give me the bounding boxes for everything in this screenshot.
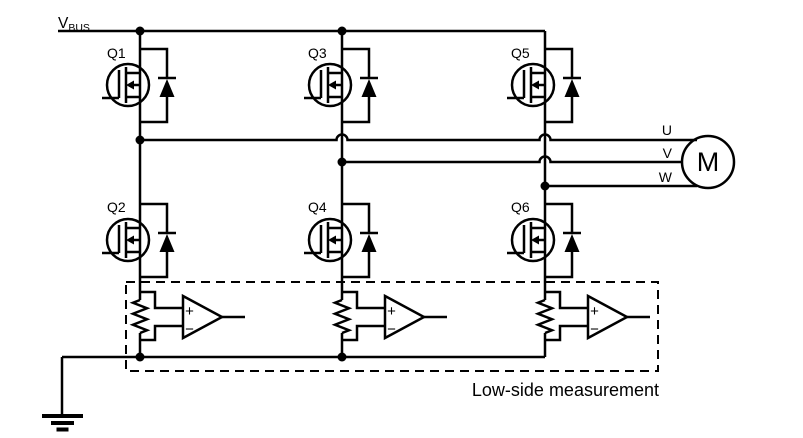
vbus-label-main: V bbox=[58, 15, 69, 32]
junction-dot-vbus-leg1 bbox=[135, 26, 145, 36]
opamp3-minus-label: − bbox=[590, 321, 599, 338]
junction-dot-phase-u bbox=[135, 135, 145, 145]
q4-label: Q4 bbox=[308, 199, 327, 215]
junction-dot-gnd-leg2 bbox=[337, 352, 347, 362]
junction-dot-phase-w bbox=[540, 181, 550, 191]
opamp2-plus-label: + bbox=[387, 303, 396, 320]
opamp1-plus-label: + bbox=[185, 303, 194, 320]
motor-circle bbox=[680, 134, 736, 190]
phase-v-label: V bbox=[663, 145, 673, 161]
q2-label: Q2 bbox=[107, 199, 126, 215]
phase-line-v bbox=[342, 155, 682, 164]
junction-dot-phase-v bbox=[337, 157, 347, 167]
phase-u-label: U bbox=[662, 122, 672, 138]
junction-dot-gnd-leg1 bbox=[135, 352, 145, 362]
vbus-label-sub: BUS bbox=[68, 22, 90, 34]
measurement-caption: Low-side measurement bbox=[472, 380, 659, 400]
phase-line-u bbox=[140, 133, 697, 142]
q5-label: Q5 bbox=[511, 45, 530, 61]
earth-ground-icon bbox=[42, 414, 83, 432]
measurement-box bbox=[125, 281, 659, 372]
q1-label: Q1 bbox=[107, 45, 126, 61]
opamp2-minus-label: − bbox=[387, 321, 396, 338]
opamp3-plus-label: + bbox=[590, 303, 599, 320]
q3-label: Q3 bbox=[308, 45, 327, 61]
junction-dot-vbus-leg2 bbox=[337, 26, 347, 36]
q6-label: Q6 bbox=[511, 199, 530, 215]
phase-w-label: W bbox=[659, 169, 673, 185]
motor-label: M bbox=[697, 147, 720, 177]
opamp1-minus-label: − bbox=[185, 321, 194, 338]
vbus-label: VBUS bbox=[58, 15, 90, 34]
